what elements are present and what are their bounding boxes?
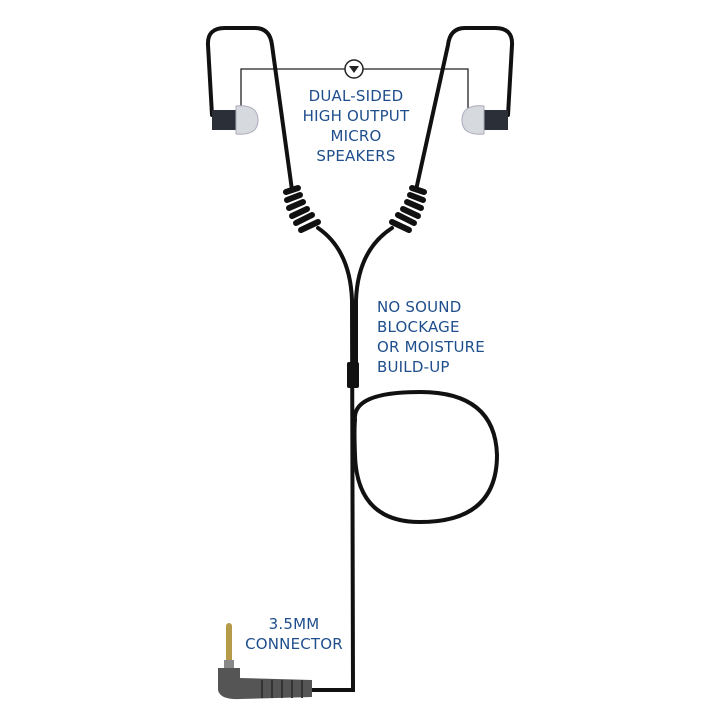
cable <box>205 26 515 693</box>
connector-label: 3.5MM CONNECTOR <box>238 614 350 654</box>
no-blockage-label: NO SOUND BLOCKAGE OR MOISTURE BUILD-UP <box>377 297 485 377</box>
left-earpiece <box>212 105 259 135</box>
label-line: CONNECTOR <box>245 635 343 653</box>
connector-plug <box>218 623 312 700</box>
right-earpiece <box>461 105 508 135</box>
speakers-label: DUAL-SIDED HIGH OUTPUT MICRO SPEAKERS <box>286 86 426 166</box>
coil-right <box>389 185 427 233</box>
label-line: OR MOISTURE <box>377 338 485 356</box>
label-line: 3.5MM <box>268 615 320 633</box>
label-line: NO SOUND <box>377 298 462 316</box>
label-line: MICRO <box>330 127 382 145</box>
callout-line <box>240 59 469 110</box>
cable-slider <box>347 362 359 388</box>
coil-left <box>283 185 321 233</box>
label-line: HIGH OUTPUT <box>302 107 410 125</box>
label-line: BLOCKAGE <box>377 318 460 336</box>
label-line: SPEAKERS <box>316 147 396 165</box>
label-line: DUAL-SIDED <box>308 87 404 105</box>
label-line: BUILD-UP <box>377 358 450 376</box>
